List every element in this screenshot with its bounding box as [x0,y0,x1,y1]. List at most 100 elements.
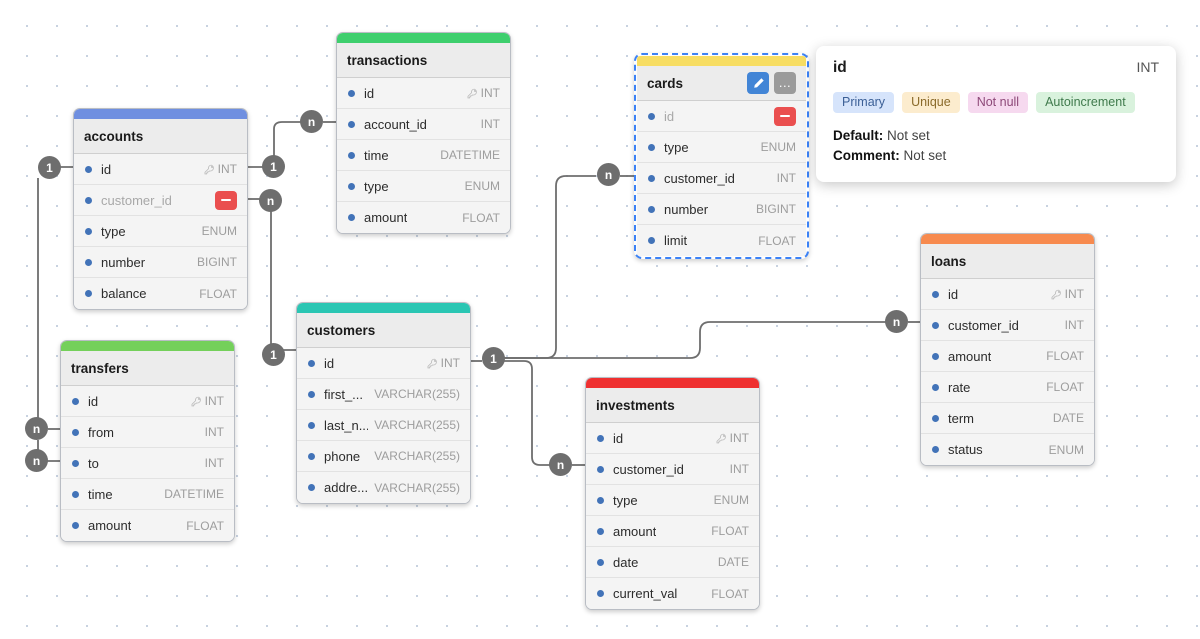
cardinality-badge-n[interactable]: n [25,449,48,472]
table-title: transfers [71,360,129,376]
field-type-label: INT [204,456,224,470]
field-row-accounts-id[interactable]: id INT [74,154,247,185]
cardinality-badge-1[interactable]: 1 [38,156,61,179]
cardinality-badge-n[interactable]: n [885,310,908,333]
cardinality-badge-1[interactable]: 1 [262,155,285,178]
field-type: ENUM [196,224,237,238]
cardinality-badge-n[interactable]: n [549,453,572,476]
field-name: id [101,161,112,177]
field-name: amount [613,523,657,539]
table-header[interactable]: loans [921,244,1094,279]
remove-field-button[interactable] [215,190,237,210]
remove-field-button[interactable] [774,106,796,126]
field-type: ENUM [708,493,749,507]
field-type: DATE [1047,411,1084,425]
cardinality-badge-n[interactable]: n [259,189,282,212]
field-type-label: INT [217,162,237,176]
table-header[interactable]: accounts [74,119,247,154]
field-name: id [364,85,375,101]
field-row-customers-last_n[interactable]: last_n...VARCHAR(255) [297,410,470,441]
field-row-transactions-id[interactable]: id INT [337,78,510,109]
attribute-badge-unique: Unique [902,92,960,113]
field-type: INT [461,86,500,100]
table-title: customers [307,322,376,338]
field-type: INT [1045,287,1084,301]
field-row-customers-addre[interactable]: addre...VARCHAR(255) [297,472,470,503]
edit-table-button[interactable] [747,72,769,94]
field-type-label: FLOAT [711,524,749,538]
more-options-button[interactable]: ... [774,72,796,94]
field-type: FLOAT [752,234,796,248]
field-dot-icon [72,459,79,467]
field-type: INT [1059,318,1084,332]
cardinality-badge-n[interactable]: n [300,110,323,133]
field-name: customer_id [101,192,172,208]
field-name: account_id [364,116,427,132]
field-dot-icon [597,558,604,566]
field-dot-icon [308,359,315,367]
table-header-actions: ... [747,72,796,94]
table-header[interactable]: investments [586,388,759,423]
field-dot-icon [597,496,604,504]
field-row-investments-amount[interactable]: amount FLOAT [586,516,759,547]
attribute-badge-primary: Primary [833,92,895,113]
cardinality-badge-1[interactable]: 1 [262,343,285,366]
field-dot-icon [72,397,79,405]
field-row-accounts-customer_id[interactable]: customer_id [74,185,247,216]
table-header[interactable]: transfers [61,351,234,386]
field-row-customers-first_[interactable]: first_...VARCHAR(255) [297,379,470,410]
table-header[interactable]: cards... [637,66,806,101]
field-dot-icon [72,490,79,498]
cardinality-badge-n[interactable]: n [597,163,620,186]
table-accent-bar [337,33,510,43]
primary-key-icon [467,88,477,98]
cardinality-badge-n[interactable]: n [25,417,48,440]
cardinality-badge-1[interactable]: 1 [482,347,505,370]
field-name: date [613,554,639,570]
table-header[interactable]: transactions [337,43,510,78]
table-header[interactable]: customers [297,313,470,348]
field-dot-icon [648,174,655,182]
field-row-cards-id[interactable]: id [637,101,806,132]
field-type: INT [199,456,224,470]
